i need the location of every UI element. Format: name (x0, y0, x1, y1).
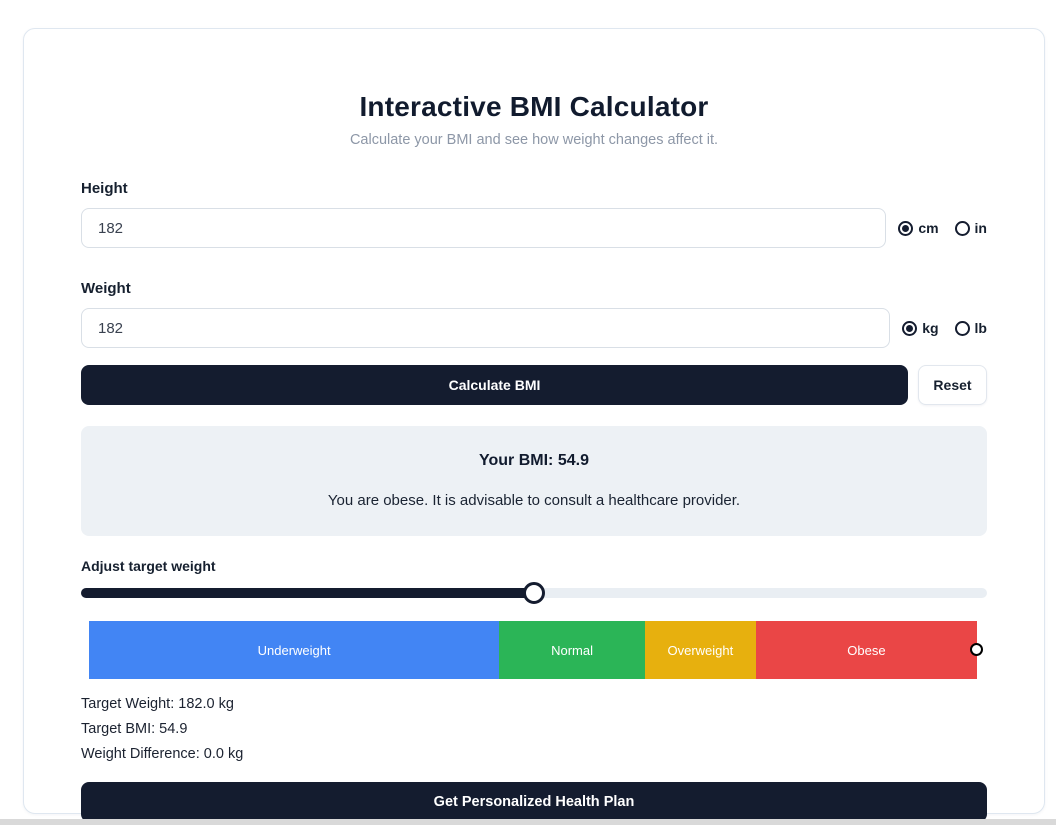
height-label: Height (81, 180, 128, 197)
scale-segment-normal: Normal (499, 621, 645, 679)
bottom-edge-strip (0, 819, 1056, 825)
weight-unit-lb-radio[interactable]: lb (954, 320, 987, 336)
scale-segment-label: Overweight (667, 642, 734, 658)
weight-unit-group: kg lb (902, 320, 987, 336)
weight-input[interactable] (81, 308, 891, 348)
bmi-result-box: Your BMI: 54.9 You are obese. It is advi… (81, 426, 987, 536)
page-subtitle: Calculate your BMI and see how weight ch… (349, 132, 719, 148)
height-unit-in-radio[interactable]: in (954, 220, 987, 236)
action-button-row: Calculate BMI Reset (81, 365, 987, 405)
target-weight-slider-label: Adjust target weight (81, 558, 216, 574)
scale-segment-label: Underweight (257, 642, 331, 658)
weight-row: kg lb (81, 308, 987, 348)
bmi-scale: Underweight Normal Overweight Obese (89, 621, 983, 679)
scale-segment-underweight: Underweight (89, 621, 500, 679)
weight-label: Weight (81, 280, 131, 297)
weight-difference-text: Weight Difference: 0.0 kg (81, 746, 244, 762)
target-weight-text: Target Weight: 182.0 kg (81, 696, 234, 712)
page-title: Interactive BMI Calculator (359, 91, 709, 122)
calculate-bmi-button[interactable]: Calculate BMI (81, 365, 908, 405)
weight-unit-lb-label: lb (974, 320, 987, 336)
radio-circle-icon (954, 220, 970, 236)
height-unit-group: cm in (898, 220, 987, 236)
radio-circle-icon (954, 320, 970, 336)
bmi-position-marker-icon (970, 643, 983, 656)
height-input[interactable] (81, 208, 887, 248)
scale-segment-label: Normal (551, 642, 594, 658)
scale-segment-overweight: Overweight (644, 621, 756, 679)
height-row: cm in (81, 208, 987, 248)
bmi-value-text: Your BMI: 54.9 (479, 452, 589, 469)
bmi-message-text: You are obese. It is advisable to consul… (327, 492, 741, 509)
height-unit-cm-radio[interactable]: cm (898, 220, 939, 236)
target-stats: Target Weight: 182.0 kg Target BMI: 54.9… (81, 696, 987, 762)
health-plan-button[interactable]: Get Personalized Health Plan (81, 782, 987, 822)
scale-segment-obese: Obese (755, 621, 977, 679)
height-unit-cm-label: cm (918, 220, 939, 236)
scale-segment-label: Obese (847, 642, 886, 658)
slider-handle[interactable] (523, 582, 545, 604)
radio-dot-icon (906, 324, 914, 332)
bmi-calculator-card: Interactive BMI Calculator Calculate you… (23, 28, 1045, 822)
weight-unit-kg-label: kg (922, 320, 939, 336)
radio-circle-icon (898, 220, 914, 236)
reset-button[interactable]: Reset (918, 365, 987, 405)
bmi-scale-bar: Underweight Normal Overweight Obese (89, 621, 977, 679)
slider-fill (81, 588, 534, 598)
weight-unit-kg-radio[interactable]: kg (902, 320, 939, 336)
target-weight-slider[interactable] (81, 582, 987, 604)
height-unit-in-label: in (974, 220, 987, 236)
target-bmi-text: Target BMI: 54.9 (81, 721, 188, 737)
radio-dot-icon (902, 224, 910, 232)
radio-circle-icon (902, 320, 918, 336)
